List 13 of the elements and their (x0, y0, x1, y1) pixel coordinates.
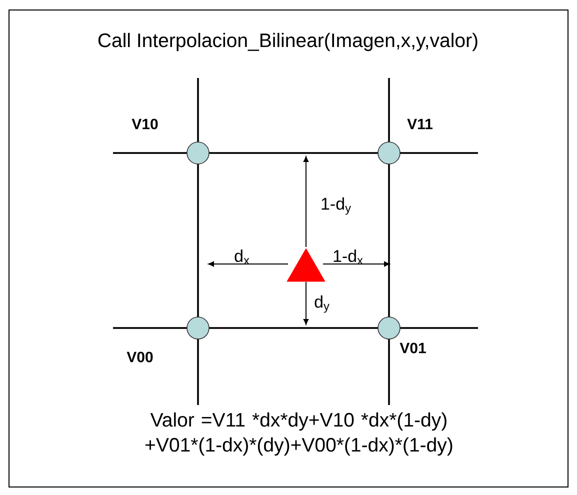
point-label: V11 (407, 118, 433, 130)
grid-point-circle (186, 316, 210, 340)
title: Call Interpolacion_Bilinear(Imagen,x,y,valor) (98, 32, 478, 52)
point-label: V10 (132, 118, 158, 130)
sample-point-triangle (286, 248, 326, 282)
grid-point-circle (186, 142, 210, 164)
grid-point-circle (378, 142, 400, 164)
dimension-label: d$_{y}$ (314, 295, 330, 313)
point-label: V01 (400, 342, 426, 354)
formula-text: Valor =V11 *dx*dy+V10 *dx*(1-dy) +V01*(1-dx)*(dy)+V00*(1-dx)*(1-dy) (146, 412, 452, 456)
point-label: V00 (126, 352, 153, 362)
dimension-label: 1-d$_{y}$ (322, 197, 351, 215)
grid-point-circle (378, 316, 400, 340)
